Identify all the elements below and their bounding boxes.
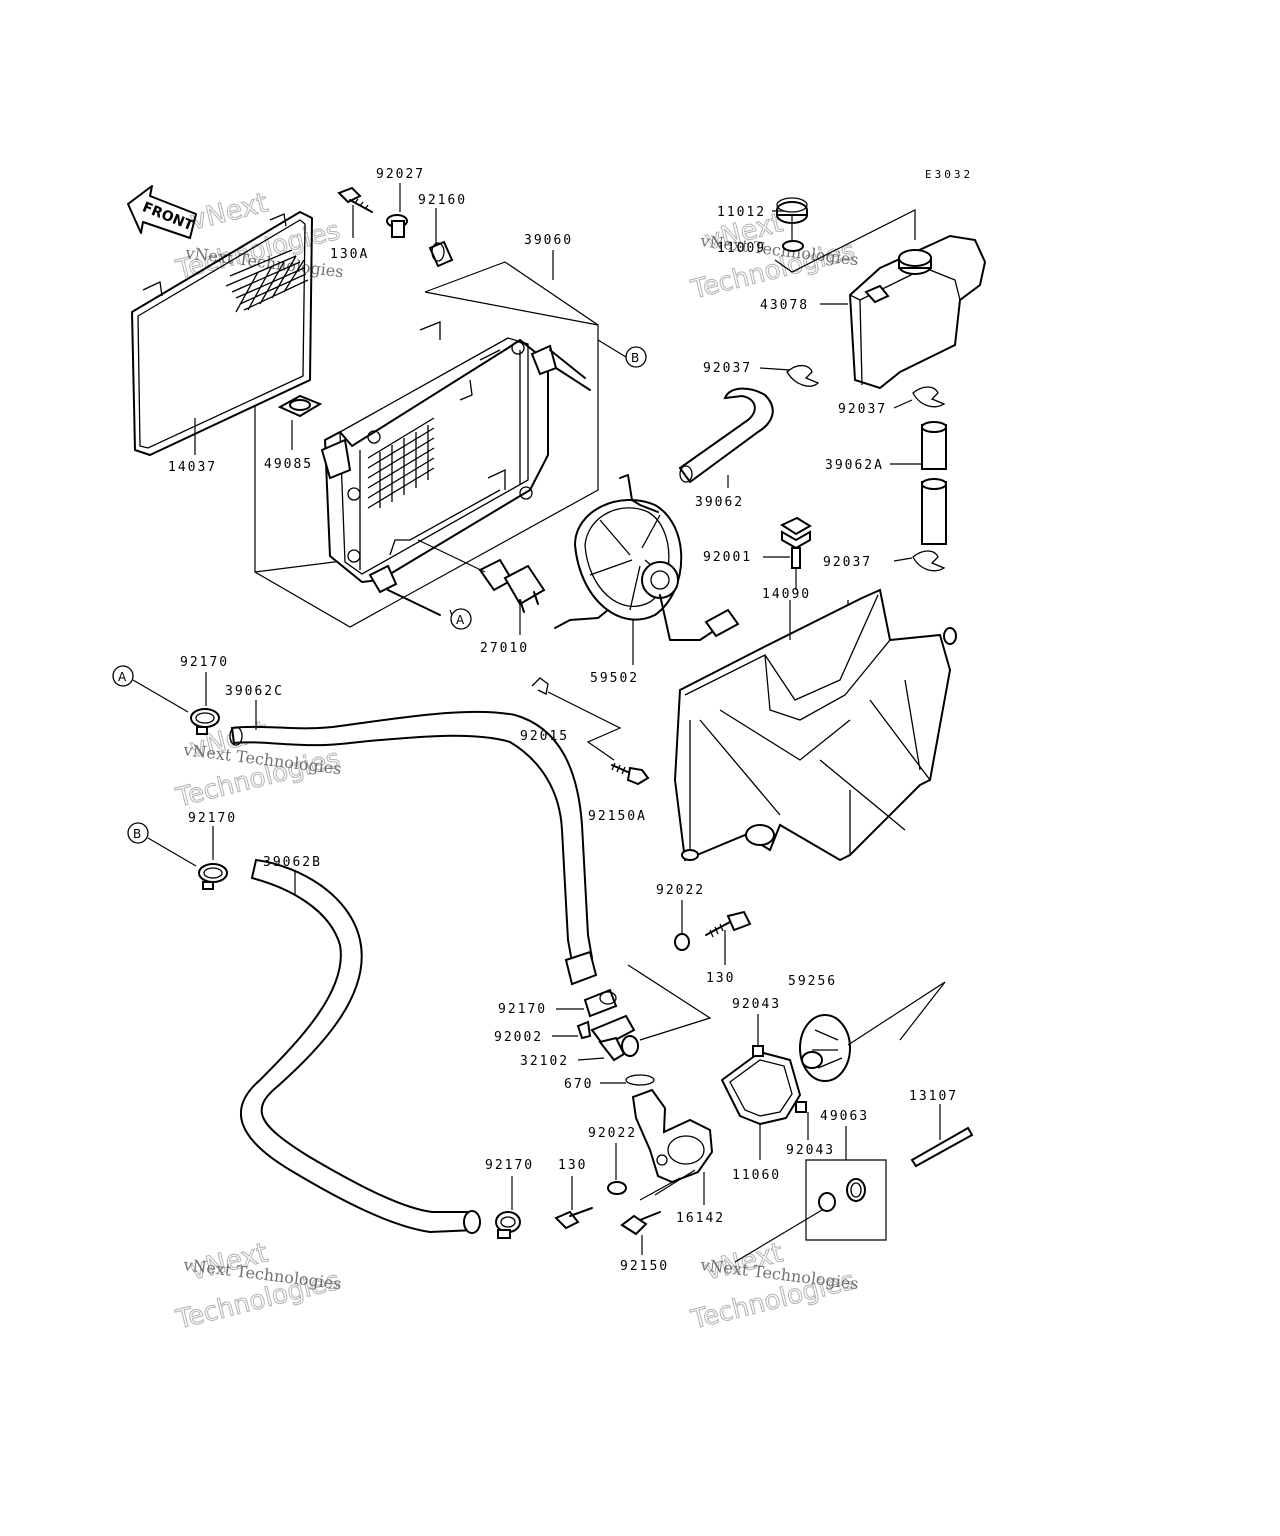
label-39062a: 39062A [825,458,884,473]
bolt-130-icon [705,910,752,938]
fan-switch-27010 [417,539,546,613]
svg-text:A: A [456,613,465,627]
label-92043-a: 92043 [732,997,781,1012]
pipe-32102 [576,1014,639,1062]
bolt-130-lower-icon [554,1207,593,1230]
gasket-11009 [782,240,804,252]
clamp-92170-b [198,863,228,890]
part-labels: 92027 92160 130A 39060 14037 49085 27010… [168,167,958,1274]
o-ring-670 [625,1074,655,1086]
label-39062b: 39062B [263,855,322,870]
bolt-92150a-icon [611,762,650,786]
pump-shaft-13107 [910,1126,974,1168]
radiator-mount-boss [367,430,381,444]
dowel-92043-a [752,1045,764,1057]
label-39062c: 39062C [225,684,284,699]
label-92170-a: 92170 [180,655,229,670]
label-49085: 49085 [264,457,313,472]
hose-39062a [921,421,947,545]
fan-shroud-14090 [673,588,957,862]
label-39062: 39062 [695,495,744,510]
clamp-92037-mid [912,386,946,408]
label-92037-top: 92037 [703,361,752,376]
svg-text:B: B [631,351,639,365]
washer-92022-b [607,1181,627,1195]
label-92150a: 92150A [588,809,647,824]
marker-b-top: B [625,346,647,368]
seal-group-49063 [734,1159,887,1263]
marker-b-left: B [127,822,149,844]
radiator-39060 [320,321,591,616]
label-92027: 92027 [376,167,425,182]
label-27010: 27010 [480,641,529,656]
front-arrow-icon: FRONT [127,185,197,239]
label-130-b: 130 [558,1158,587,1173]
label-92170-c: 92170 [498,1002,547,1017]
svg-text:A: A [118,670,127,684]
bolt-130a-icon [337,186,373,213]
radiator-screen-14037 [131,211,313,456]
label-32102: 32102 [520,1054,569,1069]
label-59256: 59256 [788,974,837,989]
overflow-hose-39062 [678,387,774,484]
label-11009: 11009 [717,241,766,256]
label-92150: 92150 [620,1259,669,1274]
collar-92027-icon [386,214,408,238]
radiator-hose-39062b [240,858,481,1234]
water-pump-cover-16142 [631,1088,714,1184]
watermark-vnext: vNext [187,187,271,236]
label-49063: 49063 [820,1109,869,1124]
label-11060: 11060 [732,1168,781,1183]
label-92170-d: 92170 [485,1158,534,1173]
marker-a-mid: A [450,608,472,630]
clamp-92170-c [583,988,618,1018]
radiator-cap-49085 [277,394,323,418]
label-14037: 14037 [168,460,217,475]
marker-a-left: A [112,665,134,687]
label-92037-bottom: 92037 [823,555,872,570]
label-92022-a: 92022 [656,883,705,898]
radiator-fins [367,417,435,509]
label-59502: 59502 [590,671,639,686]
clamp-92037-top [786,364,820,387]
radiator-hose-39062c [229,710,598,986]
cooling-fan-59502 [554,474,740,641]
clamp-92170-d [495,1211,521,1239]
label-11012: 11012 [717,205,766,220]
clamp-92037-bottom [912,550,946,572]
label-92037-mid: 92037 [838,402,887,417]
label-14090: 14090 [762,587,811,602]
grommet-92160-icon [428,240,454,268]
label-39060: 39060 [524,233,573,248]
label-670: 670 [564,1077,593,1092]
label-92002: 92002 [494,1030,543,1045]
label-13107: 13107 [909,1089,958,1104]
bolt-92150-icon [620,1211,661,1236]
radiator-group-box [254,261,599,628]
label-92022-b: 92022 [588,1126,637,1141]
label-130-a: 130 [706,971,735,986]
label-92043-b: 92043 [786,1143,835,1158]
label-43078: 43078 [760,298,809,313]
impeller-59256 [799,981,946,1082]
label-92001: 92001 [703,550,752,565]
label-16142: 16142 [676,1211,725,1226]
label-92015: 92015 [520,729,569,744]
svg-text:B: B [133,827,141,841]
svg-text:FRONT: FRONT [140,199,196,234]
leader-lines [132,183,941,1255]
gasket-11060 [721,1051,801,1125]
dowel-92043-b [795,1101,807,1113]
label-92160: 92160 [418,193,467,208]
screen-mesh [225,249,309,313]
reserve-tank-43078 [848,234,987,390]
clip-92015-icon [531,677,549,695]
diagram-code: E3032 [925,168,973,181]
label-92170-b: 92170 [188,811,237,826]
label-130a: 130A [330,247,369,262]
washer-92022-a [674,933,690,951]
clamp-92170-a [190,708,220,735]
